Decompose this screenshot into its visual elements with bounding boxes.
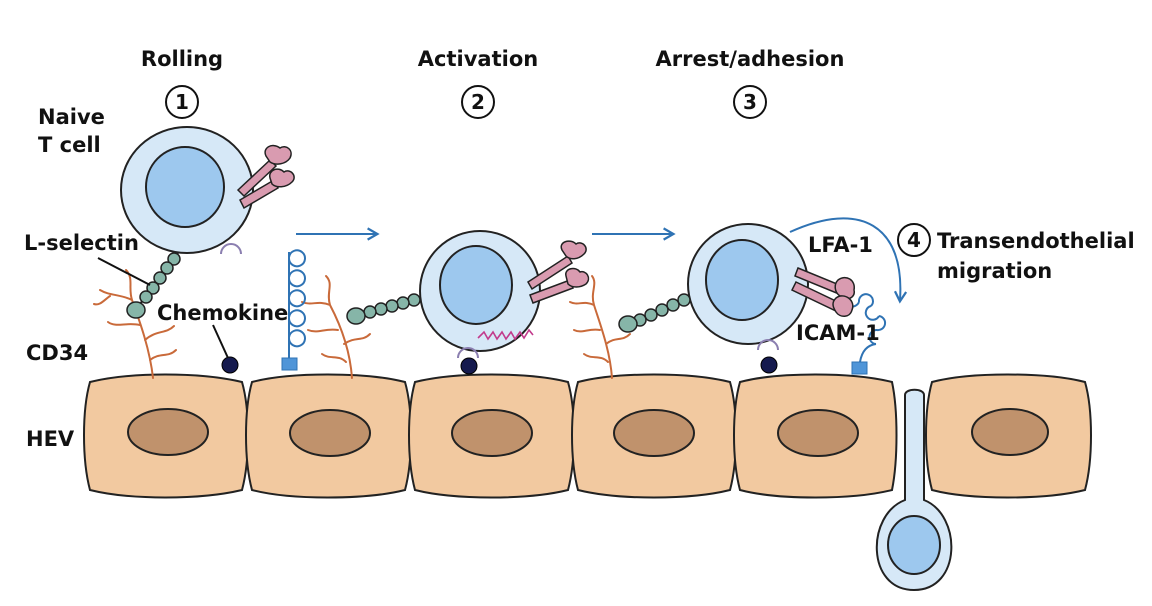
step-3-badge: 3 xyxy=(733,85,767,119)
activation-signal xyxy=(477,328,534,341)
l-selectin-chain xyxy=(126,252,181,319)
l-selectin-pointer-line xyxy=(97,257,151,286)
endothelial-nucleus xyxy=(777,409,859,457)
naive-t-cell-label-line1: Naive xyxy=(38,105,105,129)
endothelial-cell xyxy=(925,373,1092,499)
cd34-label: CD34 xyxy=(26,341,88,365)
chemokine-dot xyxy=(760,356,778,374)
endothelial-cell xyxy=(245,373,412,499)
chemokine-dot xyxy=(221,356,239,374)
step-2-badge: 2 xyxy=(461,85,495,119)
step-3-label: Arrest/adhesion xyxy=(656,47,845,71)
t-cell-nucleus xyxy=(705,239,779,321)
receptor-arc xyxy=(457,347,479,359)
icam1-molecule xyxy=(281,249,306,371)
chemokine-label: Chemokine xyxy=(157,301,288,325)
cd34-molecule xyxy=(301,275,371,379)
receptor-arc xyxy=(220,243,242,255)
endothelial-cell xyxy=(83,373,249,499)
t-cell-nucleus xyxy=(439,245,513,325)
endothelial-nucleus xyxy=(613,409,695,457)
migrating-t-cell xyxy=(875,388,953,592)
lfa1-integrin xyxy=(236,144,295,210)
hev-layer xyxy=(83,373,1092,499)
chemokine-pointer-line xyxy=(212,324,229,359)
cd34-molecule xyxy=(93,269,177,379)
icam1-label: ICAM-1 xyxy=(796,321,880,345)
migrating-cell-nucleus xyxy=(887,515,941,575)
cd34-molecule xyxy=(569,275,631,379)
l-selectin-chain xyxy=(618,293,691,333)
step-4-label: Transendothelial xyxy=(937,229,1135,253)
migration-arrow xyxy=(789,217,908,304)
l-selectin-chain xyxy=(346,293,421,325)
endothelial-cell xyxy=(733,373,898,499)
naive-t-cell-label-line2: T cell xyxy=(38,133,101,157)
arrested-t-cell xyxy=(618,223,855,351)
step-4-number: 4 xyxy=(907,228,921,252)
t-cell-nucleus xyxy=(145,146,225,228)
hev-label: HEV xyxy=(26,427,75,451)
step-3-number: 3 xyxy=(743,90,757,114)
l-selectin-label: L-selectin xyxy=(24,231,139,255)
lfa1-integrin xyxy=(790,267,855,317)
endothelial-nucleus xyxy=(289,409,371,457)
endothelial-nucleus xyxy=(127,408,209,456)
step-4-badge: 4 xyxy=(897,223,931,257)
step-2-number: 2 xyxy=(471,90,485,114)
endothelial-nucleus xyxy=(451,409,533,457)
receptor-arc xyxy=(757,339,779,351)
naive-t-cell xyxy=(120,126,295,319)
chemokine-dot xyxy=(460,357,478,375)
activated-t-cell xyxy=(346,230,590,359)
step-1-badge: 1 xyxy=(165,85,199,119)
lfa1-integrin xyxy=(526,240,590,304)
icam1-molecule xyxy=(843,293,887,375)
endothelial-nucleus xyxy=(971,408,1049,456)
endothelial-cell xyxy=(408,373,575,499)
lfa1-label: LFA-1 xyxy=(808,233,873,257)
step-2-label: Activation xyxy=(418,47,538,71)
step-4-label-line2: migration xyxy=(937,259,1052,283)
endothelial-cell xyxy=(571,373,737,499)
step-1-label: Rolling xyxy=(141,47,223,71)
step-1-number: 1 xyxy=(175,90,189,114)
